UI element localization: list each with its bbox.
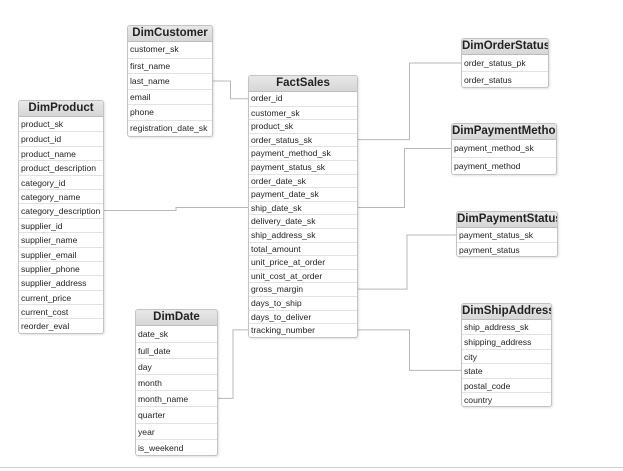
column-phone: phone	[128, 104, 212, 120]
column-payment-method-sk: payment_method_sk	[454, 143, 534, 153]
column-shipping-address: shipping_address	[462, 334, 551, 348]
column-unit-price-at-order: unit_price_at_order	[249, 255, 357, 269]
column-is-weekend: is_weekend	[136, 438, 217, 455]
column-product-sk: product_sk	[21, 119, 64, 129]
column-gross-margin: gross_margin	[249, 282, 357, 296]
column-supplier-email: supplier_email	[19, 246, 103, 261]
column-category-name: category_name	[19, 188, 103, 203]
column-month: month	[136, 374, 217, 390]
column-unit-cost-at-order: unit_cost_at_order	[249, 268, 357, 283]
column-full-date: full_date	[136, 342, 217, 358]
column-product-sk: product_sk	[249, 119, 357, 133]
column-payment-method-sk: payment_method_sk	[249, 146, 357, 160]
bottom-divider	[0, 467, 623, 468]
column-payment-status-sk: payment_status_sk	[459, 230, 534, 240]
column-first-name: first_name	[128, 57, 212, 74]
relationship-line	[358, 234, 456, 290]
column-payment-status-sk: payment_status_sk	[249, 159, 357, 174]
column-product-description: product_description	[19, 160, 103, 174]
relationship-line	[358, 62, 461, 141]
column-country: country	[462, 391, 551, 406]
table-title: DimShipAddress	[462, 304, 551, 320]
table-columns: payment_method_sk payment_method	[452, 140, 556, 174]
relationship-line	[218, 329, 248, 399]
column-payment-status: payment_status	[457, 242, 557, 256]
table-title: FactSales	[249, 76, 357, 92]
column-city: city	[462, 348, 551, 363]
column-order-id: order_id	[251, 93, 283, 103]
column-supplier-id: supplier_id	[19, 217, 103, 232]
column-postal-code: postal_code	[462, 377, 551, 392]
relationship-line	[358, 148, 451, 209]
relationship-line	[358, 329, 461, 371]
column-date-sk: date_sk	[138, 329, 169, 339]
column-ship-address-sk: ship_address_sk	[249, 227, 357, 242]
column-customer-sk: customer_sk	[130, 44, 179, 54]
column-payment-date-sk: payment_date_sk	[249, 187, 357, 201]
column-ship-address-sk: ship_address_sk	[464, 322, 529, 332]
column-payment-method: payment_method	[452, 157, 556, 174]
column-month-name: month_name	[136, 390, 217, 406]
table-dimshipaddress[interactable]: DimShipAddress ship_address_sk shipping_a…	[461, 303, 552, 408]
column-product-name: product_name	[19, 145, 103, 160]
table-columns: order_status_pk order_status	[462, 55, 548, 87]
column-year: year	[136, 422, 217, 439]
table-title: DimPaymentStatus	[457, 212, 557, 228]
column-category-description: category_description	[19, 203, 103, 217]
column-days-to-deliver: days_to_deliver	[249, 309, 357, 324]
column-order-status: order_status	[462, 71, 548, 87]
column-reorder-eval: reorder_eval	[19, 318, 103, 332]
column-supplier-name: supplier_name	[19, 232, 103, 246]
column-ship-date-sk: ship_date_sk	[249, 200, 357, 215]
column-state: state	[462, 363, 551, 377]
column-current-price: current_price	[19, 289, 103, 304]
column-total-amount: total_amount	[249, 241, 357, 256]
column-order-status-pk: order_status_pk	[464, 58, 526, 68]
column-order-status-sk: order_status_sk	[249, 132, 357, 147]
column-customer-sk: customer_sk	[249, 105, 357, 120]
relationship-line	[104, 207, 248, 212]
table-columns: payment_status_sk payment_status	[457, 228, 557, 256]
column-quarter: quarter	[136, 406, 217, 422]
column-category-id: category_id	[19, 174, 103, 189]
column-order-date-sk: order_date_sk	[249, 173, 357, 188]
column-supplier-phone: supplier_phone	[19, 260, 103, 275]
table-title: DimOrderStatus	[462, 39, 548, 55]
column-current-cost: current_cost	[19, 304, 103, 318]
column-email: email	[128, 88, 212, 105]
table-title: DimCustomer	[128, 26, 212, 42]
table-title: DimPaymentMethod	[452, 124, 556, 140]
column-delivery-date-sk: delivery_date_sk	[249, 214, 357, 228]
column-supplier-address: supplier_address	[19, 275, 103, 289]
column-last-name: last_name	[128, 73, 212, 89]
column-day: day	[136, 358, 217, 374]
table-title: DimProduct	[19, 101, 103, 117]
relationship-line	[213, 80, 248, 100]
column-tracking-number: tracking_number	[249, 323, 357, 337]
column-days-to-ship: days_to_ship	[249, 295, 357, 310]
column-product-id: product_id	[19, 131, 103, 145]
column-registration-date-sk: registration_date_sk	[128, 119, 212, 136]
table-title: DimDate	[136, 310, 217, 326]
